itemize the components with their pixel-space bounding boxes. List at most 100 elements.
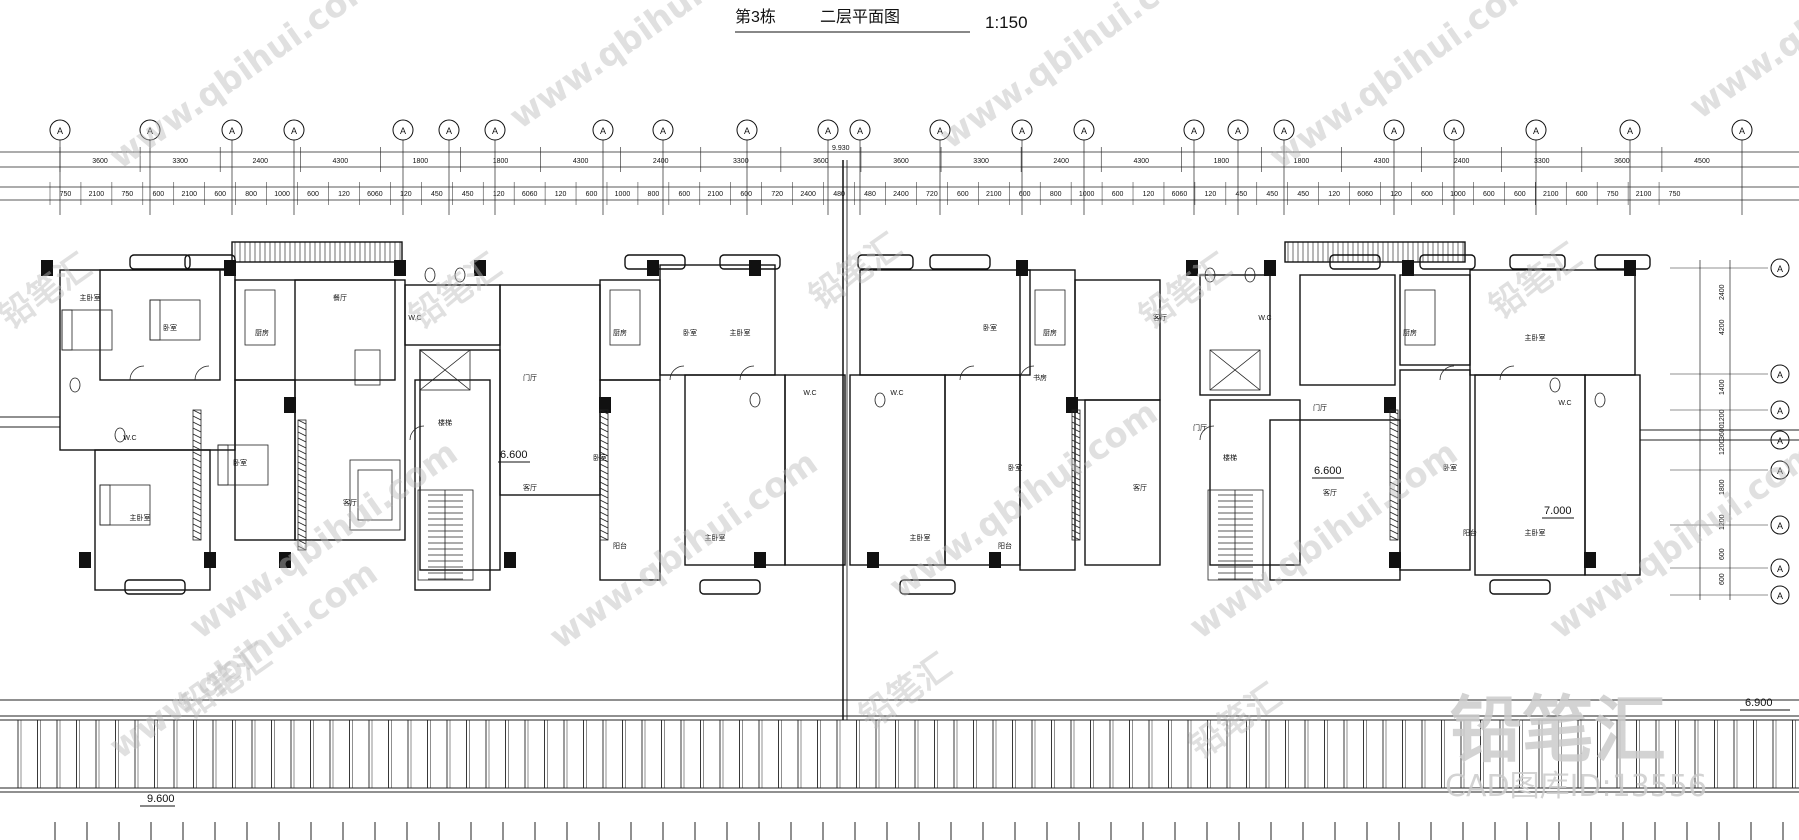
door-arc-3 [739,365,755,381]
right-axis-bubble-5 [1770,515,1790,535]
top-total-dim-4: 1800 [413,158,429,165]
door-arc-5 [1019,365,1035,381]
room-label-27: 客厅 [1133,483,1147,492]
room-label-0: 主卧室 [80,293,101,302]
room-label-9: 楼梯 [438,418,452,427]
room-label-20: 主卧室 [910,533,931,542]
bay-window-11 [699,579,761,595]
wall-20 [1084,399,1161,566]
axis-bubble-19 [1443,119,1465,141]
kitchen-counter-0 [244,289,276,346]
axis-bubble-label-13: A [1019,126,1025,136]
top-detail-dim-20: 600 [678,191,690,198]
building-walls [59,241,1651,595]
bed-0 [61,309,113,351]
top-detail-dim-2: 750 [122,191,134,198]
axis-bubble-label-14: A [1081,126,1087,136]
room-label-26: 门厅 [1193,423,1207,432]
axis-bubble-11 [849,119,871,141]
watermark-brand-7: 铅笔汇 [1182,676,1288,767]
elevation-6: 9.930 [832,145,850,152]
bay-window-0 [129,254,191,270]
door-arc-4 [959,365,975,381]
toilet-7 [1244,267,1256,283]
axis-bubble-14 [1073,119,1095,141]
room-label-38: 书房 [1033,373,1047,382]
elevator-0 [419,349,471,391]
room-label-13: 卧室 [683,328,697,337]
top-detail-dim-30: 2100 [986,191,1002,198]
watermark-brand-4: 铅笔汇 [1482,236,1588,327]
top-total-dim-13: 4300 [1133,158,1149,165]
column-15 [754,552,766,568]
top-total-dim-20: 4500 [1694,158,1710,165]
axis-bubble-4 [392,119,414,141]
top-detail-dim-22: 600 [740,191,752,198]
wardrobe-1 [297,419,307,551]
door-arc-8 [409,425,425,441]
top-detail-dim-39: 450 [1266,191,1278,198]
wall-1 [94,449,211,591]
axis-bubble-label-1: A [147,126,153,136]
right-axis-bubble-1 [1770,364,1790,384]
column-20 [1584,552,1596,568]
bed-2 [149,299,201,341]
axis-bubble-label-11: A [857,126,863,136]
wall-14 [784,374,846,566]
watermark-brand-2: 铅笔汇 [802,226,908,317]
top-total-dim-3: 4300 [333,158,349,165]
door-arc-0 [129,365,145,381]
column-12 [204,552,216,568]
toilet-0 [69,377,81,393]
room-label-15: W.C [803,390,816,397]
top-detail-dim-23: 720 [771,191,783,198]
top-detail-dim-31: 600 [1019,191,1031,198]
sofa [349,459,401,531]
wall-29 [1584,374,1641,576]
top-detail-dim-29: 600 [957,191,969,198]
top-detail-dim-0: 750 [60,191,72,198]
room-label-4: 厨房 [255,328,269,337]
bay-window-5 [929,254,991,270]
toilet-2 [424,267,436,283]
right-axis-bubble-label-6: A [1777,564,1783,574]
stair-1 [1207,489,1264,581]
axis-bubble-17 [1273,119,1295,141]
top-detail-dim-18: 1000 [615,191,631,198]
watermark-url-6: www.qbihui.com [542,443,825,658]
right-dim-8: 600 [1719,573,1726,585]
elevation-3: 7.000 [1544,505,1572,517]
room-label-37: W.C [1558,400,1571,407]
axis-bubble-label-4: A [400,126,406,136]
room-label-8: W.C [408,315,421,322]
right-dim-5: 1800 [1719,479,1726,495]
top-total-dim-9: 3600 [813,158,829,165]
toilet-9 [1594,392,1606,408]
top-total-dim-19: 3600 [1614,158,1630,165]
title-name: 二层平面图 [820,9,900,26]
fixtures [61,267,1606,581]
top-detail-dim-3: 600 [152,191,164,198]
wall-2 [99,269,221,381]
wall-15 [859,269,1031,376]
top-detail-dim-37: 120 [1205,191,1217,198]
room-label-30: 门厅 [1313,403,1327,412]
axis-bubble-label-22: A [1739,126,1745,136]
wall-24 [1299,274,1396,386]
elevation-5: 9.600 [147,793,175,805]
watermark-brand: 铅笔汇 [1450,688,1666,772]
top-detail-dim-13: 450 [462,191,474,198]
wardrobe-0 [192,409,202,541]
column-18 [1066,397,1078,413]
room-label-6: 客厅 [343,498,357,507]
room-label-31: 客厅 [1323,488,1337,497]
right-dim-6: 1200 [1719,514,1726,530]
room-label-32: 厨房 [1403,328,1417,337]
wardrobe-4 [1389,409,1399,541]
axis-bubble-label-18: A [1391,126,1397,136]
top-detail-dim-52: 750 [1669,191,1681,198]
right-dim-2: 1400 [1719,379,1726,395]
